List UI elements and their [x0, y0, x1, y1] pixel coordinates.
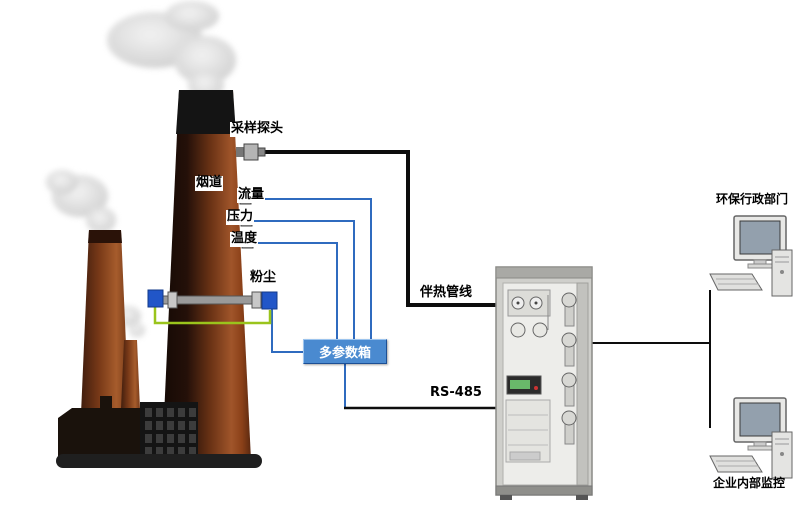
factory-building: [56, 396, 262, 468]
computer-enterprise: [709, 397, 793, 479]
flow-signal-line: [251, 198, 372, 340]
heat-trace-line: [260, 150, 496, 307]
dust-signal-line: [271, 309, 304, 353]
sampling-probe-icon: [236, 143, 266, 161]
base-platform: [56, 454, 262, 468]
dust-monitor-assembly: [147, 289, 278, 325]
multi-param-box-label: 多参数箱: [318, 346, 371, 361]
keyboard: [709, 455, 763, 473]
analyzer-cabinet: [495, 266, 593, 500]
dust-sensor-left-icon: [147, 289, 164, 308]
cabinet-sample-cylinders: [561, 292, 577, 445]
pressure-signal-line: [252, 220, 355, 340]
label-pressure: 压力: [226, 209, 255, 225]
monitor-screen: [739, 220, 781, 255]
label-enterprise-internal-monitoring: 企业内部监控: [713, 476, 786, 490]
computer-env-dept: [709, 215, 793, 297]
dust-sensor-right-icon: [261, 291, 278, 310]
label-heat-trace-pipeline: 伴热管线: [420, 285, 473, 300]
label-env-admin-dept: 环保行政部门: [716, 192, 789, 206]
label-temperature: 温度: [230, 231, 259, 247]
signal-lines: [251, 150, 711, 428]
smoke-plume-main: [107, 1, 236, 99]
keyboard: [709, 273, 763, 291]
smoke-plume-left: [46, 170, 116, 233]
label-dust: 粉尘: [249, 270, 278, 286]
factory-windows: [145, 408, 196, 456]
label-sampling-probe: 采样探头: [230, 121, 285, 137]
temperature-signal-line: [253, 242, 338, 340]
left-chimney: [79, 230, 131, 460]
label-rs485: RS-485: [430, 385, 482, 400]
multi-param-box: 多参数箱: [303, 339, 387, 364]
dust-green-wire: [153, 307, 272, 325]
label-flow: 流量: [237, 187, 266, 203]
label-flue: 烟道: [195, 175, 224, 191]
monitor-screen: [739, 402, 781, 437]
